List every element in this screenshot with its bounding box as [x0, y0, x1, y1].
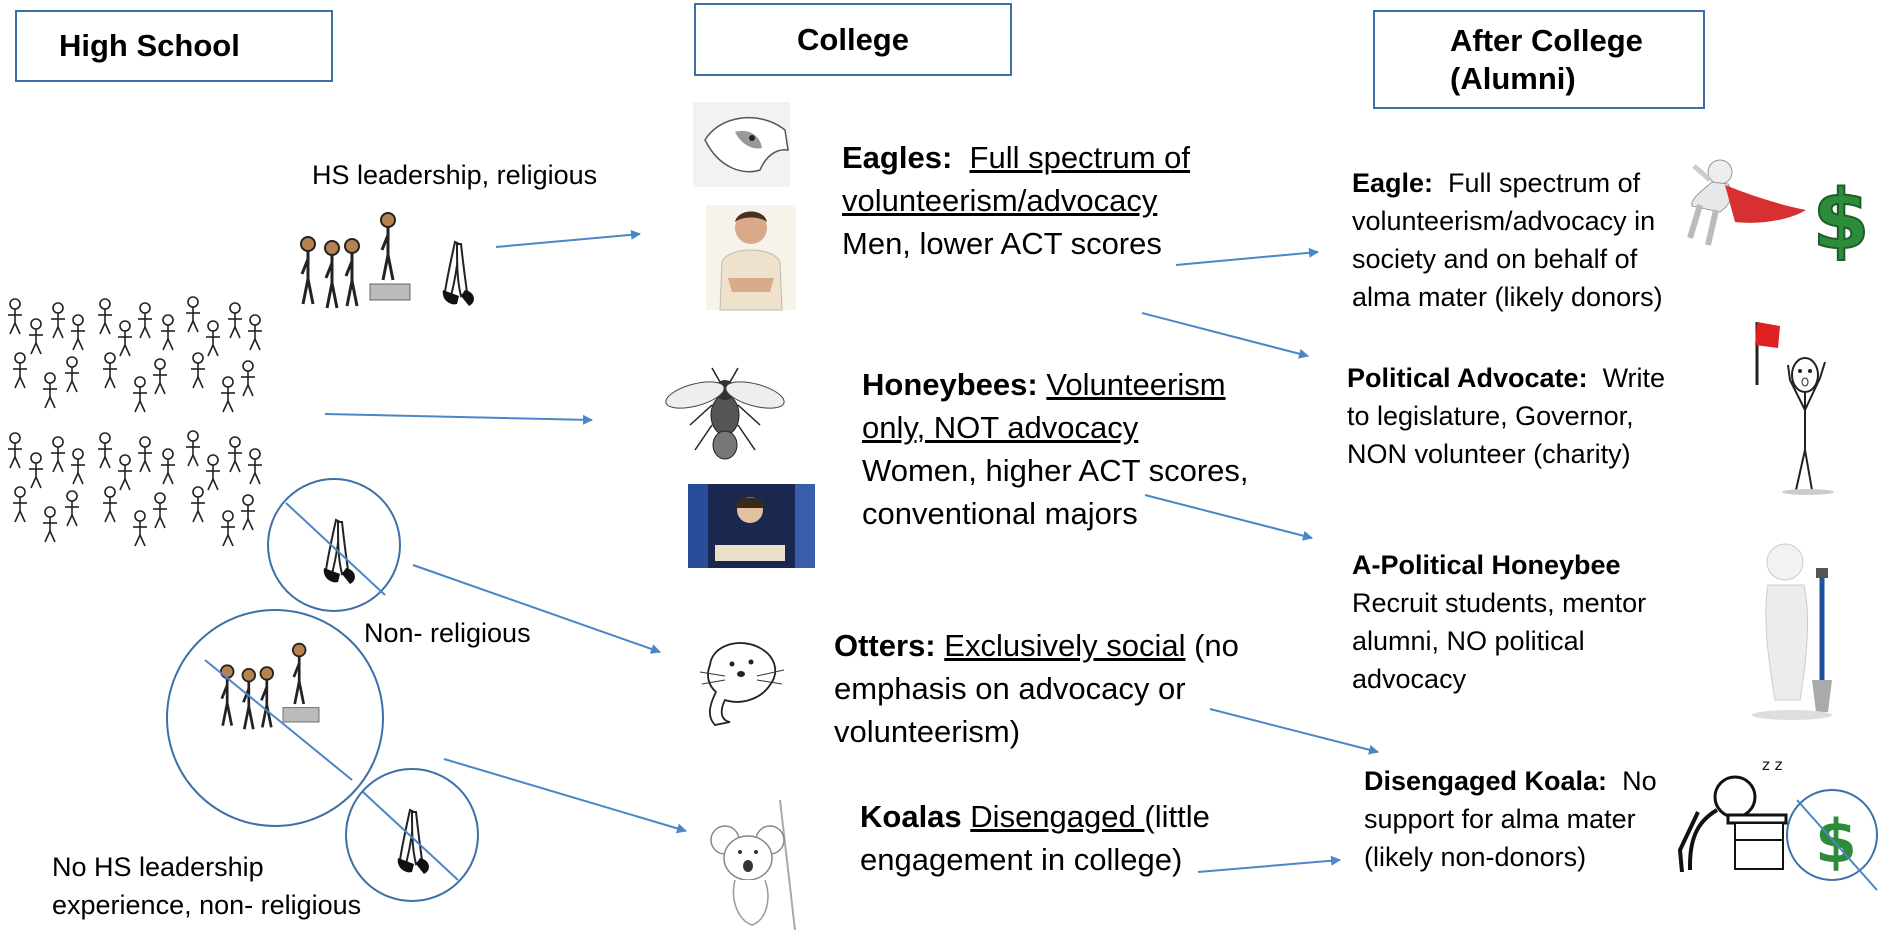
arrow-non-religious-to-otters — [412, 564, 661, 654]
dollar-sign-glyph: $ — [1812, 173, 1869, 268]
disengaged-koala-line1: No — [1607, 766, 1657, 796]
alumni-eagle-name: Eagle: — [1352, 168, 1434, 198]
college-koalas-text: Koalas Disengaged (little engagement in … — [860, 795, 1210, 881]
koalas-name: Koalas — [860, 799, 962, 834]
arrow-eagles-to-alumni-eagle — [1175, 247, 1319, 266]
apolitical-honeybee-line3: advocacy — [1352, 664, 1467, 694]
alumni-eagle-line1: Full spectrum of — [1433, 168, 1641, 198]
koalas-desc: Disengaged — [970, 799, 1145, 834]
hs-student-crowd-icon — [7, 296, 263, 547]
koala-icon — [710, 799, 796, 931]
political-advocate-name: Political Advocate: — [1347, 363, 1588, 393]
crossed-praying-hands-icon — [267, 478, 401, 612]
eagle-head-icon — [693, 102, 790, 187]
disengaged-koala-line3: (likely non-donors) — [1364, 842, 1587, 872]
otters-desc-rest-1: (no — [1185, 628, 1239, 663]
apolitical-honeybee-line2: alumni, NO political — [1352, 626, 1585, 656]
alumni-apolitical-honeybee-text: A-Political Honeybee Recruit students, m… — [1352, 546, 1646, 698]
header-high-school-label: High School — [59, 28, 240, 63]
arrow-hs-leaders-to-eagles — [495, 229, 641, 248]
hs-no-leadership-line2: experience, non- religious — [52, 890, 362, 920]
crossed-praying-hands-2-icon — [345, 768, 479, 902]
hs-no-leadership-label: No HS leadership experience, non- religi… — [52, 848, 361, 924]
alumni-eagle-line4: alma mater (likely donors) — [1352, 282, 1663, 312]
honeybees-name: Honeybees: — [862, 367, 1038, 402]
otters-desc-rest-2: emphasis on advocacy or — [834, 671, 1186, 706]
political-advocate-line3: NON volunteer (charity) — [1347, 439, 1631, 469]
alumni-eagle-text: Eagle: Full spectrum of volunteerism/adv… — [1352, 164, 1663, 316]
studying-student-photo-icon — [688, 484, 815, 568]
dollar-sign-icon: $ — [1811, 172, 1870, 269]
hs-leadership-religious-label: HS leadership, religious — [312, 160, 598, 190]
alumni-eagle-line2: volunteerism/advocacy in — [1352, 206, 1656, 236]
alumni-disengaged-koala-text: Disengaged Koala: No support for alma ma… — [1364, 762, 1657, 876]
sleeping-person-at-desk-icon: z z — [1677, 756, 1788, 873]
honeybees-desc-2: only, NOT advocacy — [862, 410, 1139, 445]
honeybees-demographics-1: Women, higher ACT scores, — [862, 453, 1249, 488]
arrow-hs-crowd-to-honeybees — [324, 413, 593, 425]
young-man-photo-icon — [706, 205, 796, 311]
alumni-eagle-line3: society and on behalf of — [1352, 244, 1638, 274]
political-advocate-line1: Write — [1587, 363, 1666, 393]
hs-no-leadership-line1: No HS leadership — [52, 852, 264, 882]
college-otters-text: Otters: Exclusively social (no emphasis … — [834, 624, 1239, 753]
honeybees-desc-1: Volunteerism — [1046, 367, 1226, 402]
college-eagles-text: Eagles: Full spectrum of volunteerism/ad… — [842, 136, 1190, 265]
flow-arrows — [324, 229, 1379, 873]
apolitical-honeybee-name: A-Political Honeybee — [1352, 550, 1621, 580]
hs-non-religious-label: Non- religious — [364, 618, 531, 648]
header-after-college: After College (Alumni) — [1373, 10, 1705, 109]
disengaged-koala-line2: support for alma mater — [1364, 804, 1636, 834]
praying-hands-icon — [441, 241, 475, 307]
hs-leadership-group-icon — [299, 211, 411, 310]
protester-with-flag-icon — [1755, 322, 1834, 495]
crossed-dollar-glyph: $ — [1815, 807, 1857, 877]
apolitical-honeybee-line1: Recruit students, mentor — [1352, 588, 1647, 618]
disengaged-koala-name: Disengaged Koala: — [1364, 766, 1608, 796]
header-college-label: College — [797, 21, 909, 57]
arrow-honeybees-to-apolitical — [1144, 494, 1313, 541]
college-honeybees-text: Honeybees: Volunteerism only, NOT advoca… — [862, 363, 1249, 535]
arrow-koalas-to-disengaged-koala — [1197, 855, 1341, 873]
header-college: College — [694, 3, 1012, 76]
header-after-college-line2: (Alumni) — [1450, 60, 1576, 96]
koalas-desc-rest-2: engagement in college) — [860, 842, 1183, 877]
crossed-leadership-group-icon — [166, 609, 384, 827]
alumni-political-advocate-text: Political Advocate: Write to legislature… — [1347, 359, 1665, 473]
otters-desc-rest-3: volunteerism) — [834, 714, 1021, 749]
arrow-no-leadership-to-koalas — [443, 758, 687, 834]
political-advocate-line2: to legislature, Governor, — [1347, 401, 1634, 431]
eagles-desc-1: Full spectrum of — [969, 140, 1191, 175]
otters-name: Otters: — [834, 628, 936, 663]
superhero-icon — [1687, 159, 1806, 246]
header-after-college-line1: After College — [1450, 22, 1643, 58]
arrow-otters-to-disengaged-koala — [1209, 708, 1379, 755]
honeybees-demographics-2: conventional majors — [862, 496, 1138, 531]
koalas-desc-rest-1: (little — [1144, 799, 1210, 834]
header-high-school: High School — [15, 10, 333, 82]
otter-icon — [699, 642, 785, 726]
otters-desc: Exclusively social — [944, 628, 1186, 663]
eagles-demographics: Men, lower ACT scores — [842, 226, 1162, 261]
eagles-name: Eagles: — [842, 140, 953, 175]
figure-with-shovel-icon — [1752, 543, 1832, 720]
crossed-dollar-sign-icon: $ — [1786, 789, 1878, 891]
eagles-desc-2: volunteerism/advocacy — [842, 183, 1158, 218]
arrow-eagles-to-political-advocate — [1141, 312, 1309, 359]
honeybee-icon — [665, 367, 785, 460]
sleep-z-glyph: z z — [1762, 756, 1783, 774]
